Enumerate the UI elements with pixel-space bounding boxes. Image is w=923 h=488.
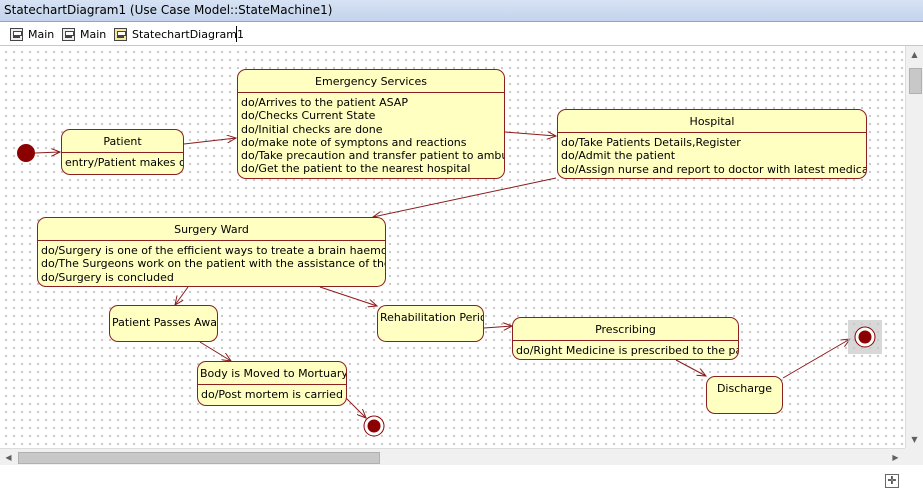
state-prescribing[interactable]: Prescribing do/Right Medicine is prescri… — [512, 317, 739, 360]
transition-initial-patient[interactable] — [34, 152, 60, 153]
scroll-up-icon[interactable]: ▲ — [911, 49, 918, 59]
state-action: do/Checks Current State — [241, 109, 376, 123]
tab-bar: Main Main StatechartDiagram1 — [0, 22, 923, 46]
state-action: do/Post mortem is carried out — [201, 388, 346, 401]
state-name: Prescribing — [595, 323, 656, 336]
state-patient-passes-away[interactable]: Patient Passes Away — [109, 305, 218, 342]
state-patient[interactable]: Patient entry/Patient makes call — [61, 129, 184, 175]
vertical-scroll-thumb[interactable] — [909, 68, 922, 94]
tab-statechart-diagram[interactable]: StatechartDiagram1 — [114, 24, 244, 44]
final-state-discharge[interactable] — [848, 320, 882, 354]
pan-navigator-icon[interactable]: ✛ — [885, 474, 899, 488]
transitions-layer — [17, 46, 882, 437]
state-actions: entry/Patient makes call — [62, 152, 183, 171]
transition-mortuary-final[interactable] — [344, 396, 366, 418]
state-action: do/Arrives to the patient ASAP — [241, 96, 408, 109]
state-actions: do/Surgery is one of the efficient ways … — [38, 240, 385, 286]
horizontal-scroll-thumb[interactable] — [18, 452, 380, 464]
state-action: do/Take Patients Details,Register — [561, 136, 741, 149]
transition-rehab-prescribing[interactable] — [483, 326, 512, 328]
state-emergency-services[interactable]: Emergency Services do/Arrives to the pat… — [237, 69, 505, 179]
tab-main-1[interactable]: Main — [10, 24, 54, 44]
state-action: do/Assign nurse and report to doctor wit… — [561, 162, 866, 176]
state-name: Discharge — [716, 382, 773, 395]
class-diagram-icon — [62, 27, 75, 41]
transition-passes-mortuary[interactable] — [199, 341, 231, 361]
tab-separator — [236, 26, 237, 42]
transition-emergency-hospital[interactable] — [504, 132, 556, 136]
window-title: StatechartDiagram1 (Use Case Model::Stat… — [0, 0, 923, 22]
state-actions: do/Take Patients Details,Register do/Adm… — [558, 132, 866, 178]
diagram-canvas[interactable]: Patient entry/Patient makes call Emergen… — [0, 46, 905, 488]
state-action: do/Right Medicine is prescribed to the p… — [516, 344, 738, 357]
transition-surgery-rehab[interactable] — [319, 286, 377, 306]
final-state-mortuary[interactable] — [363, 415, 385, 437]
state-name: Emergency Services — [315, 75, 427, 88]
state-name: Patient — [103, 135, 142, 148]
scroll-right-icon[interactable]: ▶ — [892, 452, 899, 462]
state-actions: do/Right Medicine is prescribed to the p… — [513, 340, 738, 359]
state-name: Hospital — [689, 115, 735, 128]
state-actions: do/Arrives to the patient ASAP do/Checks… — [238, 92, 504, 178]
state-action: do/Surgery is concluded — [41, 270, 174, 284]
state-action: do/Surgery is one of the efficient ways … — [41, 244, 386, 257]
scroll-down-icon[interactable]: ▼ — [911, 434, 918, 444]
state-action: do/The Surgeons work on the patient with… — [41, 257, 385, 271]
transition-discharge-final[interactable] — [782, 339, 850, 379]
state-name: Body is Moved to Mortuary — [200, 367, 347, 380]
state-action: do/Admit the patient — [561, 149, 676, 163]
state-action: do/Take precaution and transfer patient … — [241, 149, 504, 163]
tab-label: StatechartDiagram1 — [132, 27, 244, 41]
tab-label: Main — [28, 27, 55, 41]
state-name: Rehabilitation Period — [380, 311, 484, 324]
vertical-scrollbar[interactable]: ▲ ▼ — [905, 46, 923, 448]
state-rehabilitation-period[interactable]: Rehabilitation Period — [377, 305, 484, 342]
tab-label: Main — [80, 27, 107, 41]
tab-main-2[interactable]: Main — [62, 24, 106, 44]
transition-patient-emergency[interactable] — [183, 138, 236, 145]
statechart-diagram-icon — [114, 27, 127, 41]
scroll-left-icon[interactable]: ◀ — [5, 452, 12, 462]
state-actions: do/Post mortem is carried out — [198, 384, 346, 403]
horizontal-scrollbar[interactable]: ◀ ▶ — [0, 448, 905, 465]
state-action: do/Initial checks are done — [241, 122, 383, 136]
scrollbar-corner — [905, 448, 923, 465]
state-name: Patient Passes Away — [112, 316, 218, 329]
transition-prescribing-discharge[interactable] — [675, 359, 706, 376]
state-name: Surgery Ward — [174, 223, 249, 236]
state-action: do/make note of symptons and reactions — [241, 135, 467, 149]
initial-pseudostate[interactable] — [17, 144, 35, 162]
state-hospital[interactable]: Hospital do/Take Patients Details,Regist… — [557, 109, 867, 179]
state-surgery-ward[interactable]: Surgery Ward do/Surgery is one of the ef… — [37, 217, 386, 287]
transition-hospital-surgery[interactable] — [373, 177, 557, 217]
state-discharge[interactable]: Discharge — [706, 376, 783, 414]
state-body-moved-to-mortuary[interactable]: Body is Moved to Mortuary do/Post mortem… — [197, 361, 347, 406]
state-action: do/Get the patient to the nearest hospit… — [241, 162, 471, 176]
state-action: entry/Patient makes call — [65, 156, 183, 169]
class-diagram-icon — [10, 27, 23, 41]
transition-surgery-passes[interactable] — [175, 286, 189, 305]
